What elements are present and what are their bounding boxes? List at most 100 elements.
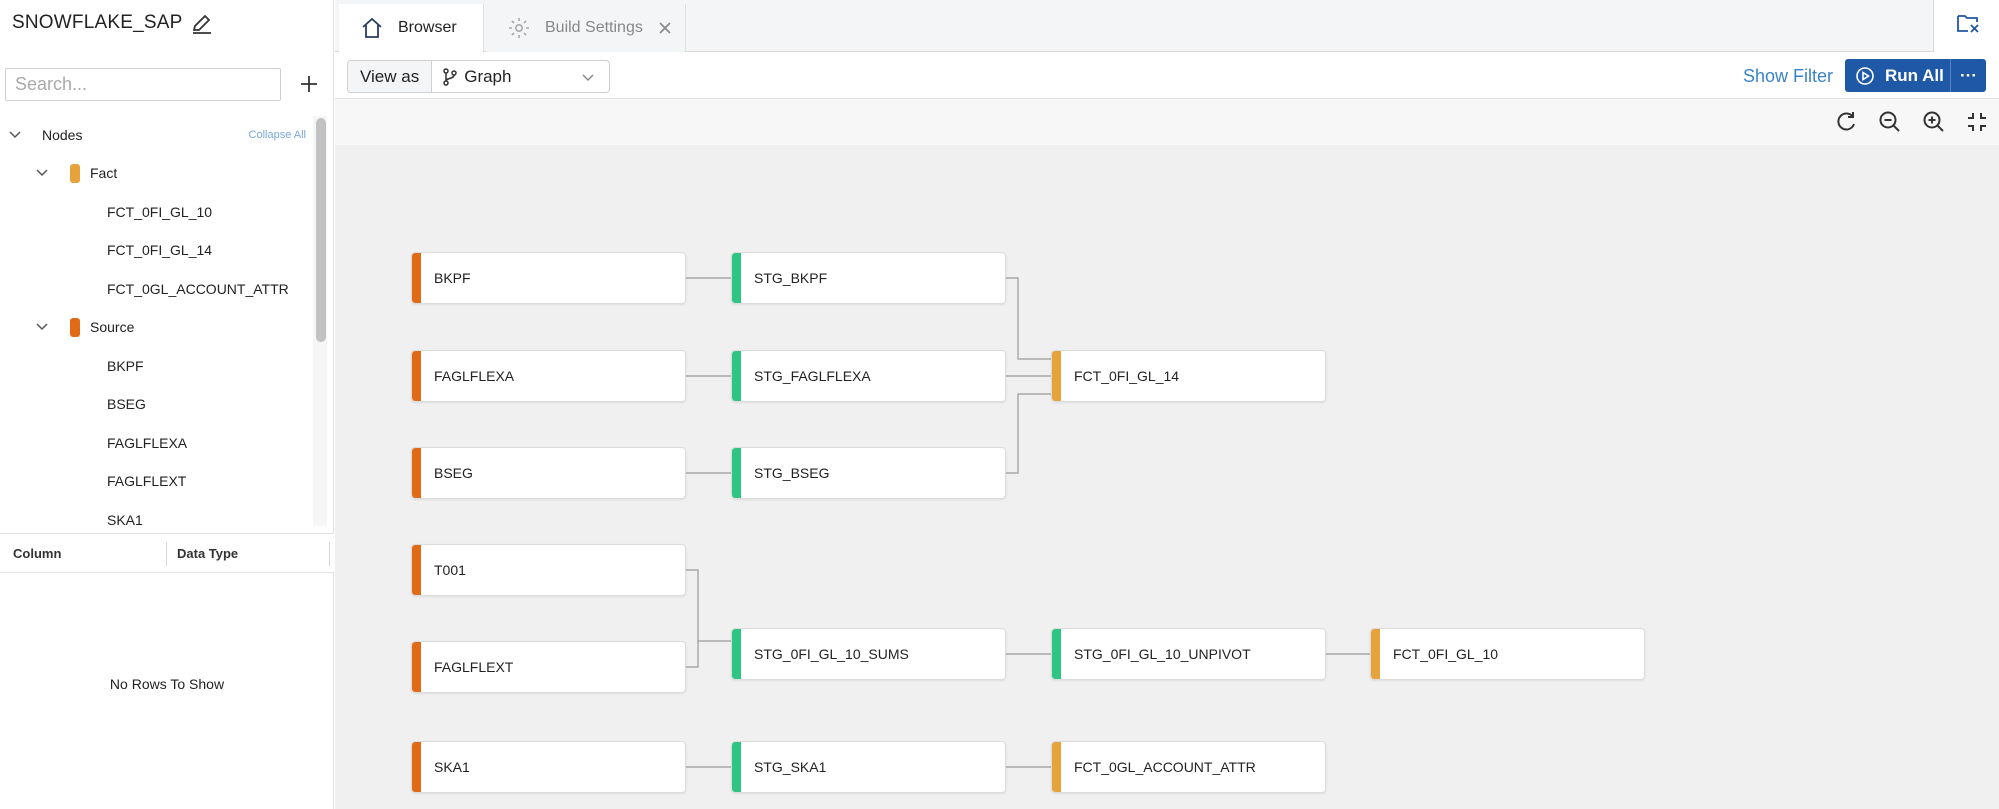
left-sidebar: SNOWFLAKE_SAP Nodes Collapse All Fact FC… <box>0 0 334 809</box>
chevron-down-icon[interactable] <box>35 320 49 334</box>
refresh-icon[interactable] <box>1832 108 1860 136</box>
tree-item-label: FCT_0GL_ACCOUNT_ATTR <box>107 281 289 297</box>
edge <box>1003 277 1051 360</box>
run-all-label: Run All <box>1885 65 1944 85</box>
run-all-button[interactable]: Run All ··· <box>1845 59 1986 92</box>
add-icon[interactable] <box>297 72 321 96</box>
tree-item[interactable]: FCT_0FI_GL_10 <box>0 193 312 231</box>
tree-item-label: FCT_0FI_GL_10 <box>107 204 213 220</box>
tab-bar: Browser Build Settings <box>335 0 1999 52</box>
tree-group-fact[interactable]: Fact <box>0 154 312 192</box>
node-label: STG_0FI_GL_10_SUMS <box>754 646 909 662</box>
graph-node-fact[interactable]: FCT_0FI_GL_14 <box>1051 350 1326 402</box>
node-label: FCT_0GL_ACCOUNT_ATTR <box>1074 759 1256 775</box>
node-label: FCT_0FI_GL_10 <box>1393 646 1499 662</box>
view-as-value: Graph <box>464 66 512 86</box>
zoom-in-icon[interactable] <box>1920 108 1948 136</box>
graph-controls <box>335 99 1999 145</box>
graph-node-source[interactable]: T001 <box>411 544 686 596</box>
graph-node-stage[interactable]: STG_BSEG <box>731 447 1006 499</box>
project-title: SNOWFLAKE_SAP <box>12 12 183 33</box>
tree-scrollbar-thumb[interactable] <box>316 118 326 342</box>
tree-item-label: SKA1 <box>107 512 143 526</box>
node-label: SKA1 <box>434 759 470 775</box>
tree-group-label: Fact <box>90 165 118 181</box>
graph-node-stage[interactable]: STG_FAGLFLEXA <box>731 350 1006 402</box>
tree-item[interactable]: FAGLFLEXA <box>0 424 312 462</box>
node-type-bar <box>412 742 421 792</box>
chevron-down-icon[interactable] <box>35 166 49 180</box>
tree-item[interactable]: FCT_0FI_GL_14 <box>0 231 312 269</box>
tree-item[interactable]: BKPF <box>0 347 312 385</box>
branch-icon <box>443 67 457 86</box>
column-grid-header: Column Data Type <box>0 533 334 573</box>
node-label: STG_FAGLFLEXA <box>754 368 871 384</box>
tab-label: Build Settings <box>545 19 643 36</box>
home-icon <box>362 17 382 38</box>
zoom-out-icon[interactable] <box>1876 108 1904 136</box>
fit-view-icon[interactable] <box>1963 108 1991 136</box>
tree-item-label: BSEG <box>107 396 146 412</box>
node-type-bar <box>732 448 741 498</box>
graph-node-fact[interactable]: FCT_0GL_ACCOUNT_ATTR <box>1051 741 1326 793</box>
tree-root-nodes[interactable]: Nodes Collapse All <box>0 116 312 154</box>
graph-node-stage[interactable]: STG_BKPF <box>731 252 1006 304</box>
tree-item-label: BKPF <box>107 358 144 374</box>
graph-node-source[interactable]: FAGLFLEXT <box>411 641 686 693</box>
node-type-bar <box>412 545 421 595</box>
node-type-bar <box>732 253 741 303</box>
graph-node-stage[interactable]: STG_0FI_GL_10_UNPIVOT <box>1051 628 1326 680</box>
run-options-button[interactable]: ··· <box>1950 59 1986 92</box>
play-icon <box>1856 66 1874 85</box>
graph-node-source[interactable]: BSEG <box>411 447 686 499</box>
graph-toolbar: View as Graph Show Filter Run All ··· <box>335 52 1999 99</box>
tree-group-source[interactable]: Source <box>0 308 312 346</box>
close-icon[interactable] <box>657 20 673 36</box>
node-type-bar <box>412 448 421 498</box>
graph-node-stage[interactable]: STG_SKA1 <box>731 741 1006 793</box>
edit-icon[interactable] <box>190 12 214 36</box>
tree-item-label: FAGLFLEXA <box>107 435 188 451</box>
data-type-header[interactable]: Data Type <box>177 546 239 561</box>
tree-item-label: FCT_0FI_GL_14 <box>107 242 213 258</box>
node-type-bar <box>412 642 421 692</box>
node-label: STG_BSEG <box>754 465 830 481</box>
graph-node-source[interactable]: FAGLFLEXA <box>411 350 686 402</box>
graph-node-source[interactable]: SKA1 <box>411 741 686 793</box>
node-type-bar <box>412 351 421 401</box>
tree-item[interactable]: FCT_0GL_ACCOUNT_ATTR <box>0 270 312 308</box>
show-filter-link[interactable]: Show Filter <box>1742 66 1833 86</box>
node-label: STG_SKA1 <box>754 759 827 775</box>
tree-item[interactable]: SKA1 <box>0 501 312 526</box>
node-type-bar <box>1371 629 1380 679</box>
chevron-down-icon[interactable] <box>8 128 22 142</box>
graph-node-source[interactable]: BKPF <box>411 252 686 304</box>
tree-group-label: Source <box>90 319 135 335</box>
node-type-bar <box>1052 351 1061 401</box>
column-divider[interactable] <box>329 542 330 566</box>
tab-browser[interactable]: Browser <box>339 4 484 52</box>
folder-close-icon[interactable] <box>1955 10 1981 36</box>
tab-build-settings[interactable]: Build Settings <box>486 4 686 52</box>
empty-grid-message: No Rows To Show <box>109 676 225 692</box>
graph-canvas[interactable]: BKPF FAGLFLEXA BSEG T001 FAGLFLEXT SKA1 … <box>335 145 1999 809</box>
node-label: FAGLFLEXA <box>434 368 515 384</box>
tree-item[interactable]: FAGLFLEXT <box>0 462 312 500</box>
node-type-bar <box>1052 742 1061 792</box>
node-type-bar <box>732 742 741 792</box>
tree-item[interactable]: BSEG <box>0 385 312 423</box>
search-input[interactable] <box>5 68 281 101</box>
view-as-select[interactable]: Graph <box>432 61 609 92</box>
column-header[interactable]: Column <box>13 546 62 561</box>
node-label: STG_BKPF <box>754 270 828 286</box>
side-panel-toggle[interactable] <box>1933 0 1999 52</box>
view-as-control: View as Graph <box>347 60 610 93</box>
chevron-down-icon <box>582 74 594 82</box>
node-type-bar <box>412 253 421 303</box>
graph-node-stage[interactable]: STG_0FI_GL_10_SUMS <box>731 628 1006 680</box>
collapse-all-link[interactable]: Collapse All <box>248 129 306 141</box>
column-divider[interactable] <box>166 542 167 566</box>
node-label: T001 <box>434 562 466 578</box>
graph-node-fact[interactable]: FCT_0FI_GL_10 <box>1370 628 1645 680</box>
node-tree: Nodes Collapse All Fact FCT_0FI_GL_10 FC… <box>0 116 312 526</box>
